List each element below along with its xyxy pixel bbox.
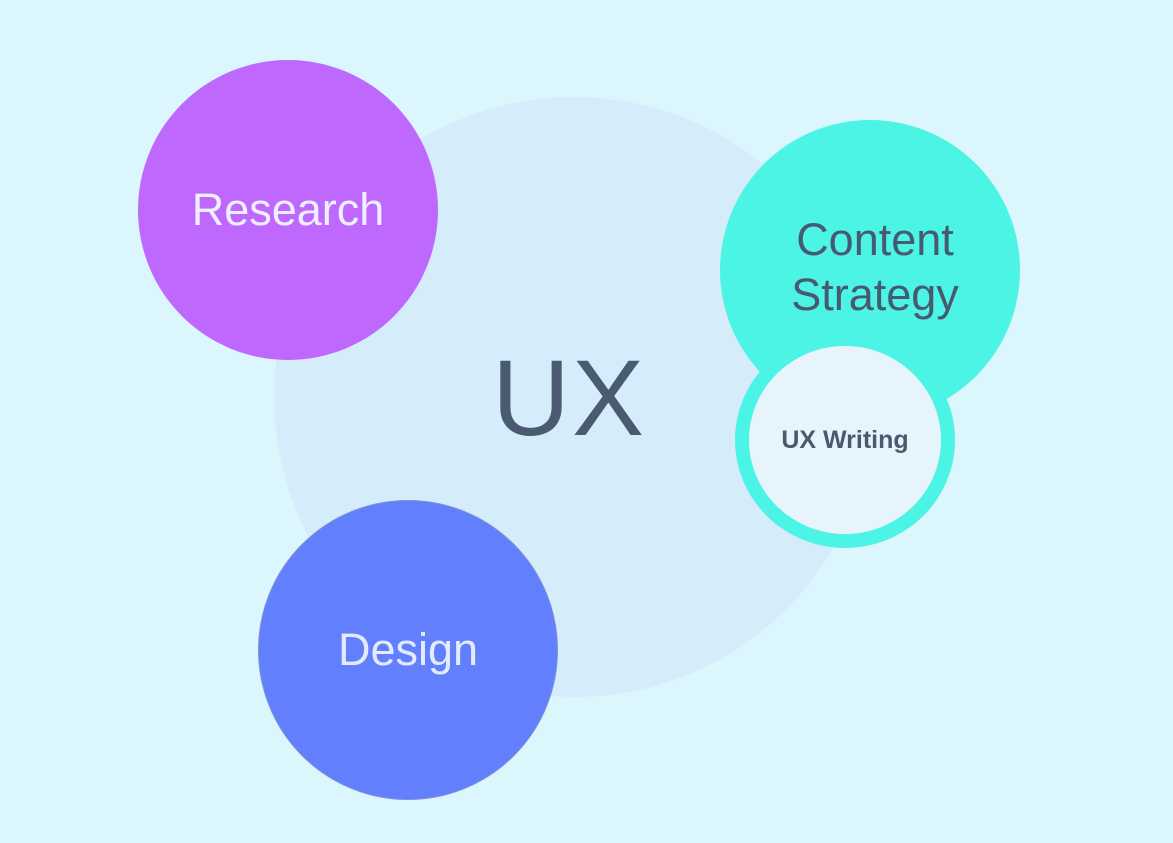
content-strategy-label: Content Strategy: [791, 212, 959, 322]
content-strategy-label-line-1: Content: [796, 214, 954, 265]
ux-core-label: UX: [491, 336, 647, 458]
research-label: Research: [191, 184, 385, 235]
design-circle: Design: [258, 500, 558, 800]
ux-writing-label: UX Writing: [781, 425, 909, 454]
content-strategy-label-line-2: Strategy: [791, 269, 959, 320]
content-strategy-circle: Content Strategy: [720, 120, 1020, 420]
ux-writing-circle: UX Writing: [735, 332, 955, 548]
research-circle: Research: [138, 60, 438, 360]
design-label: Design: [337, 624, 479, 675]
